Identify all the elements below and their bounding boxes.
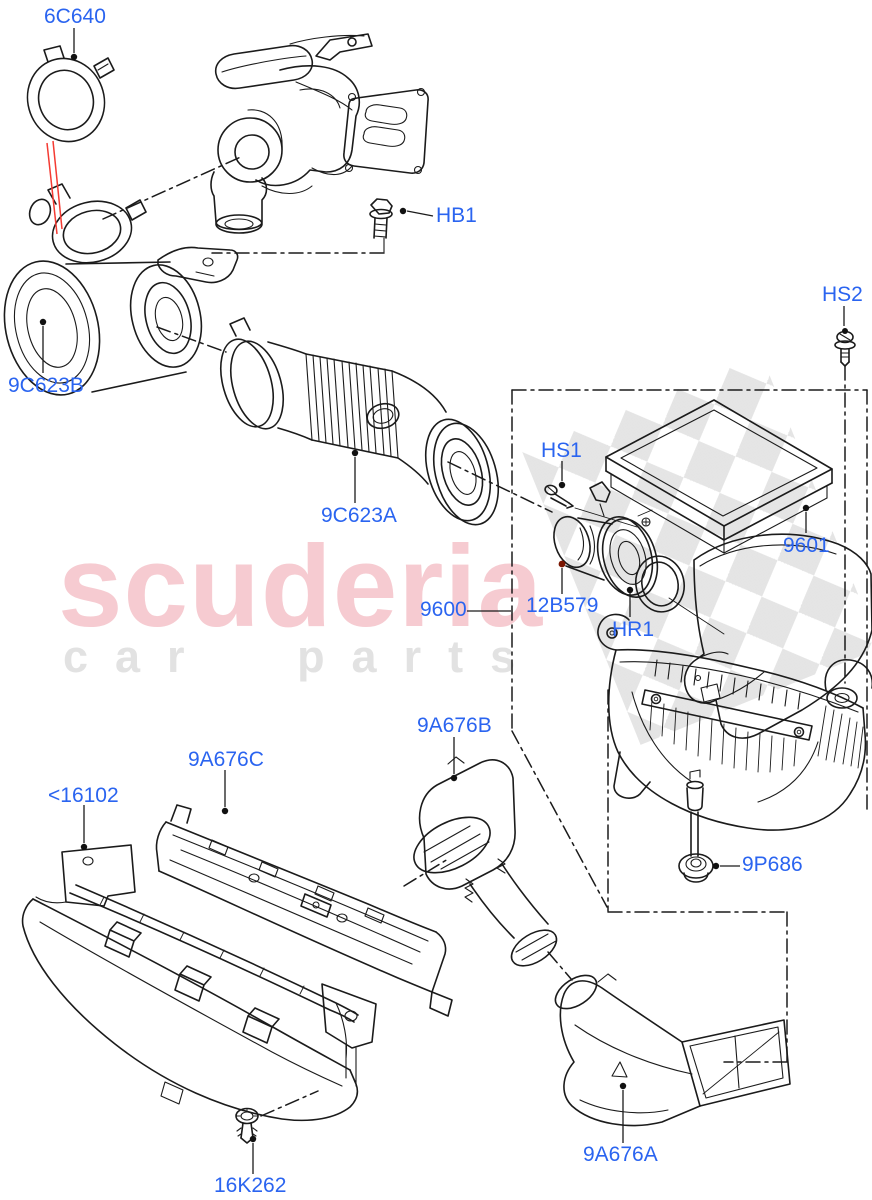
part-label-hs2[interactable]: HS2 bbox=[822, 283, 863, 306]
part-label-9a676c[interactable]: 9A676C bbox=[188, 748, 264, 771]
bolt-hb1 bbox=[369, 198, 393, 239]
part-label-12b579[interactable]: 12B579 bbox=[526, 594, 599, 617]
part-label-16102[interactable]: <16102 bbox=[48, 784, 119, 807]
assembly-dash-lines bbox=[102, 155, 846, 1117]
leader-lines bbox=[39, 28, 848, 1174]
airbox-9600 bbox=[597, 533, 872, 857]
resonator-9c623b bbox=[3, 183, 239, 396]
part-label-9c623a[interactable]: 9C623A bbox=[321, 504, 397, 527]
part-label-hr1[interactable]: HR1 bbox=[612, 618, 655, 641]
part-label-6c640[interactable]: 6C640 bbox=[44, 5, 106, 28]
grommet-9p686 bbox=[678, 853, 714, 883]
part-label-16k262[interactable]: 16K262 bbox=[214, 1174, 287, 1197]
part-label-9c623b[interactable]: 9C623B bbox=[8, 374, 84, 397]
part-label-hb1[interactable]: HB1 bbox=[436, 204, 477, 227]
watermark-subtitle: car parts bbox=[63, 631, 543, 682]
red-reference-lines bbox=[46, 140, 63, 235]
part-label-9601[interactable]: 9601 bbox=[783, 534, 830, 557]
part-label-9a676b[interactable]: 9A676B bbox=[417, 714, 492, 737]
tray-9a676c bbox=[155, 804, 453, 1087]
part-label-9a676a[interactable]: 9A676A bbox=[583, 1143, 658, 1166]
hose-9c623a bbox=[220, 317, 500, 526]
dashed-boundary bbox=[511, 389, 868, 1063]
deflector-16102 bbox=[21, 844, 359, 1122]
turbocharger-outline bbox=[210, 33, 429, 234]
duct-9a676b bbox=[413, 756, 558, 967]
duct-9a676a bbox=[554, 973, 791, 1127]
screw-hs2 bbox=[834, 330, 856, 367]
part-label-hs1[interactable]: HS1 bbox=[541, 439, 582, 462]
clip-16k262 bbox=[235, 1107, 259, 1144]
filter-element-9601 bbox=[605, 399, 833, 554]
screw-hs1 bbox=[544, 484, 638, 528]
part-label-9p686[interactable]: 9P686 bbox=[742, 853, 803, 876]
clamp-6c640 bbox=[26, 45, 115, 143]
watermark-brand: scuderia bbox=[58, 521, 544, 651]
maf-sensor-12b579 bbox=[553, 481, 659, 598]
part-label-9600[interactable]: 9600 bbox=[420, 598, 467, 621]
